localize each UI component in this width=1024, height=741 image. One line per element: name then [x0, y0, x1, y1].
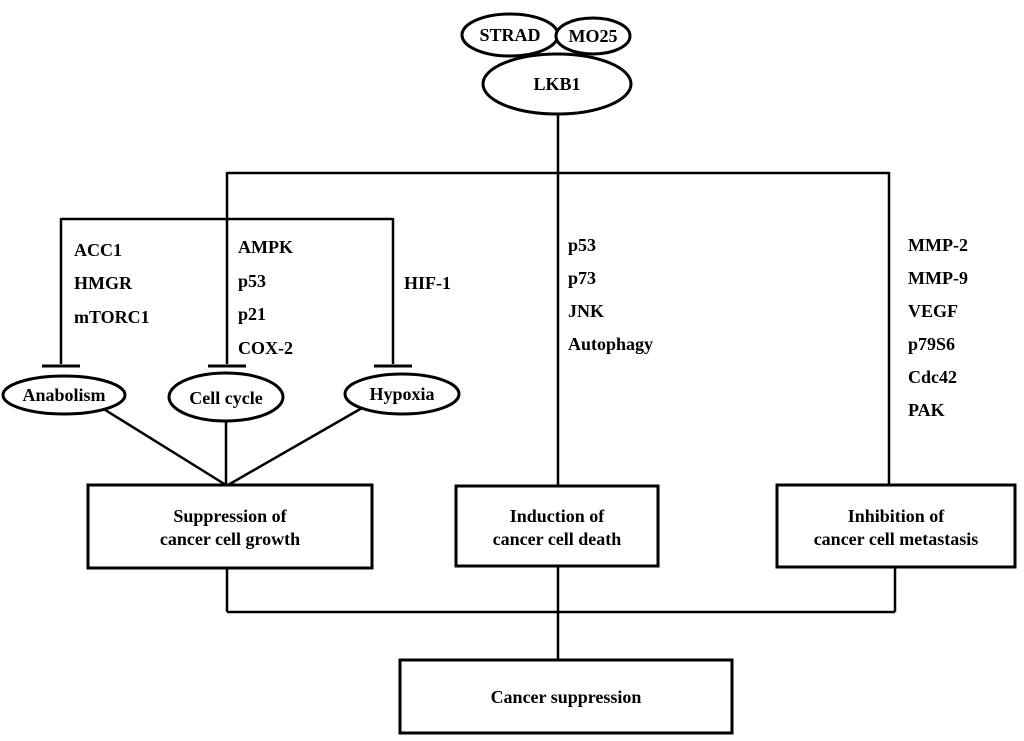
metastasis-outcome-box — [775, 483, 1017, 569]
growth-cell-cycle-input-label: COX-2 — [238, 338, 293, 358]
growth-cell-cycle-input-label: p21 — [238, 304, 266, 324]
death-mediator-label: Autophagy — [568, 334, 653, 354]
mo25-label: MO25 — [569, 26, 618, 46]
anabolism-node — [1, 374, 127, 416]
metastasis-outcome-label-line2: cancer cell metastasis — [814, 529, 979, 549]
growth-outcome-label-line2: cancer cell growth — [160, 529, 300, 549]
connector-hypoxia-to-growth-box — [227, 406, 363, 487]
growth-outcome-box — [86, 483, 374, 570]
metastasis-mediator-label: Cdc42 — [908, 367, 957, 387]
mo25-node — [554, 16, 632, 56]
lkb1-label: LKB1 — [533, 74, 580, 94]
growth-outcome-label-line1: Suppression of — [173, 506, 287, 526]
growth-anabolism-input-label: HMGR — [74, 273, 133, 293]
death-outcome-label-line1: Induction of — [510, 506, 606, 526]
growth-anabolism-input-label: mTORC1 — [74, 307, 150, 327]
growth-cell-cycle-input-label: p53 — [238, 271, 266, 291]
metastasis-outcome-label-line1: Inhibition of — [848, 506, 946, 526]
metastasis-mediator-label: p79S6 — [908, 334, 955, 354]
final-outcome-label: Cancer suppression — [491, 687, 642, 707]
death-outcome-box — [454, 484, 660, 568]
metastasis-mediator-label: PAK — [908, 400, 945, 420]
lkb1-node — [481, 52, 633, 116]
growth-hypoxia-input-label: HIF-1 — [404, 273, 451, 293]
connector-anabolism-to-growth-box — [101, 406, 227, 487]
metastasis-mediator-label: MMP-9 — [908, 268, 968, 288]
death-outcome-label-line2: cancer cell death — [493, 529, 622, 549]
hypoxia-label: Hypoxia — [369, 384, 434, 404]
death-mediator-label: p73 — [568, 268, 596, 288]
hypoxia-node — [343, 372, 461, 416]
death-mediator-label: JNK — [568, 301, 604, 321]
final-outcome-box — [398, 658, 734, 735]
strad-label: STRAD — [479, 25, 540, 45]
death-mediator-label: p53 — [568, 235, 596, 255]
metastasis-mediator-label: VEGF — [908, 301, 958, 321]
cell-cycle-label: Cell cycle — [189, 388, 262, 408]
growth-anabolism-input-label: ACC1 — [74, 240, 122, 260]
anabolism-label: Anabolism — [22, 385, 105, 405]
cell-cycle-node — [167, 371, 285, 423]
growth-cell-cycle-input-label: AMPK — [238, 237, 293, 257]
metastasis-mediator-label: MMP-2 — [908, 235, 968, 255]
